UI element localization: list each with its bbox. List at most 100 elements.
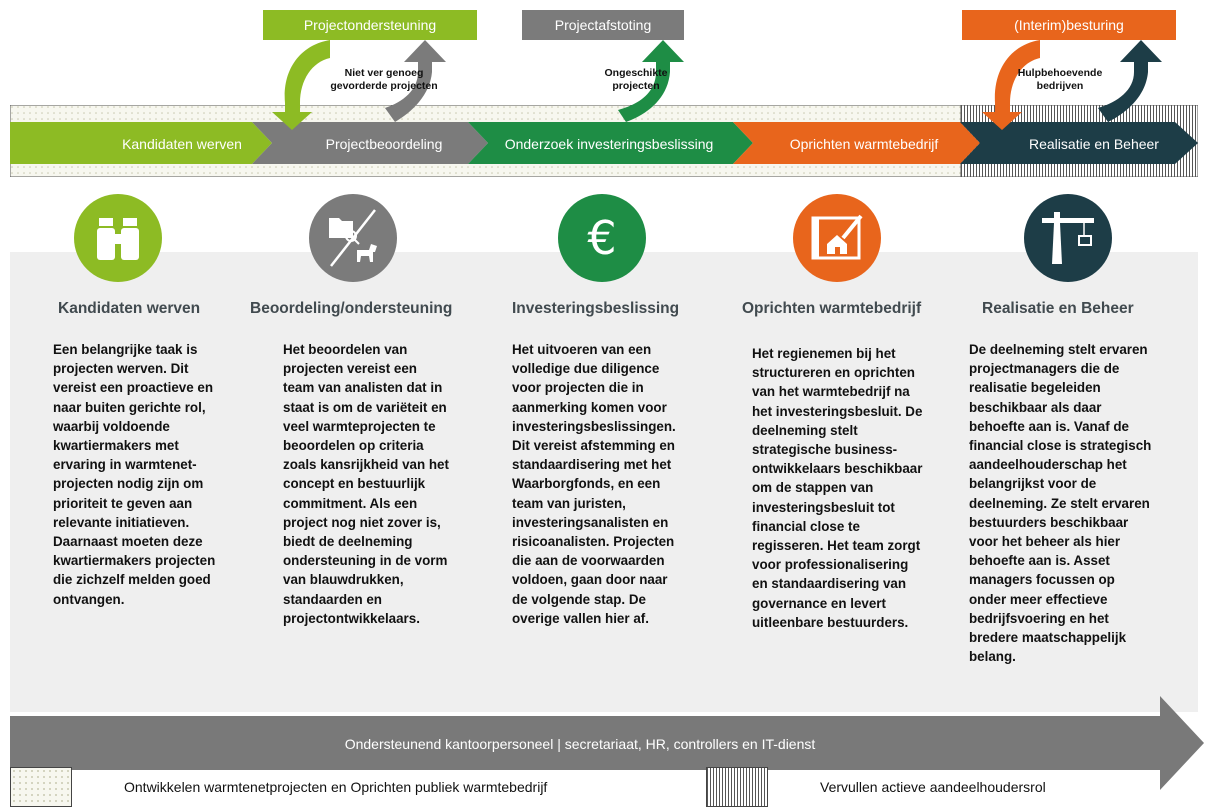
background-panel (10, 252, 1198, 712)
column-title-kandidaten: Kandidaten werven (58, 300, 201, 317)
column-text-line: beschikbaar als daar (969, 399, 1102, 415)
column-text-line: behoefte aan is. Vanaf de (969, 418, 1129, 434)
note-niet-ver: Niet ver genoeg gevorderde projecten (330, 67, 438, 92)
top-box-projectafstoting: Projectafstoting (522, 10, 684, 40)
column-text-oprichten: Het regienemen bij het structureren en op… (752, 344, 922, 632)
stage-arrow-projectbeoordeling (252, 122, 488, 164)
column-text-line: beoordelen op criteria (283, 438, 424, 454)
stage-arrow-oprichten (733, 122, 980, 164)
column-title-beoordeling: Beoordeling/ondersteuning (250, 300, 453, 317)
column-text-line: voor projecten die in (512, 380, 644, 396)
column-text-line: voor het beheer als hier (969, 534, 1121, 550)
column-text-line: investeringsbesluit tot (752, 499, 895, 515)
column-text-line: vereist een proactieve en (53, 380, 214, 396)
column-text-line: behoefte aan is. Asset (969, 553, 1110, 569)
svg-text:€: € (587, 211, 616, 265)
column-text-line: onder meer effectieve (969, 591, 1108, 607)
column-text-line: managers focussen op (969, 572, 1115, 588)
column-text-line: van het warmtebedrijf na (752, 384, 910, 400)
column-text-line: Het beoordelen van (283, 342, 408, 357)
legend-striped-label: Vervullen actieve aandeelhoudersrol (820, 779, 1046, 795)
column-text-line: voor professionalisering (752, 557, 909, 573)
note-hulpbehoevende: Hulpbehoevende bedrijven (1017, 67, 1103, 92)
stage-label-onderzoek: Onderzoek investeringsbeslissing (504, 136, 714, 152)
column-text-line: investeringsanalisten en (512, 514, 669, 530)
column-title-realisatie: Realisatie en Beheer (982, 300, 1134, 317)
legend-striped-swatch (706, 767, 768, 807)
column-text-line: project nog niet zover is, (283, 514, 441, 530)
column-text-line: zoals kansrijkheid van het (283, 457, 449, 473)
support-arrow-down (272, 40, 330, 130)
column-text-line: veel warmteprojecten te (283, 418, 436, 434)
column-text-line: Daarnaast moeten deze (53, 534, 203, 550)
column-text-line: projectontwikkelaars. (283, 610, 420, 626)
stage-arrow-realisatie (960, 122, 1198, 164)
column-text-line: kwartiermakers projecten (53, 553, 216, 569)
column-text-line: overige vallen hier af. (512, 610, 649, 626)
blueprint-house-icon (793, 194, 881, 282)
afstoting-arrow-up (618, 40, 684, 122)
column-text-line: commitment. Als een (283, 495, 418, 511)
column-title-investering: Investeringsbeslissing (512, 300, 680, 317)
column-text-line: investeringsbeslissingen. (512, 418, 676, 434)
column-text-line: structureren en oprichten (752, 365, 915, 381)
column-text-line: deelneming. Ze stelt ervaren (969, 495, 1150, 511)
column-text-line: deelneming stelt (752, 422, 858, 438)
column-text-line: strategische business- (752, 442, 898, 458)
legend-dotted-swatch (10, 767, 72, 807)
construction-crane-icon (1024, 194, 1112, 282)
column-text-line: ontwikkelaars beschikbaar (752, 461, 923, 477)
column-text-line: bestuurders beschikbaar (969, 514, 1129, 530)
stage-label-realisatie: Realisatie en Beheer (1029, 136, 1159, 152)
stage-arrow-kandidaten (10, 122, 272, 164)
column-text-line: aanmerking komen voor (512, 399, 667, 415)
column-text-line: financial close te (752, 518, 860, 534)
column-text-line: standaardisering met het (512, 457, 672, 473)
column-text-line: staat is om de variëteit en (283, 399, 447, 415)
column-text-line: die aan de voorwaarden (512, 553, 665, 569)
hulp-arrow-up (1098, 40, 1162, 122)
folder-search-and-dog-icon (309, 194, 397, 282)
column-text-line: biedt de deelneming (283, 534, 413, 550)
column-text-line: belang. (969, 649, 1016, 665)
column-text-line: Het regienemen bij het (752, 346, 896, 361)
stage-label-oprichten: Oprichten warmtebedrijf (789, 136, 939, 152)
column-text-line: governance en levert (752, 595, 886, 611)
note-ongeschikte: Ongeschikte projecten (604, 67, 668, 92)
column-text-line: team van analisten dat in (283, 380, 443, 396)
column-text-line: bedrijfsvoering en het (969, 610, 1109, 626)
column-text-line: realisatie begeleiden (969, 380, 1101, 396)
column-text-line: om de stappen van (752, 480, 874, 496)
column-text-line: belangrijkst voor de (969, 476, 1097, 492)
column-text-line: het investeringsbesluit. De (752, 403, 923, 419)
column-text-line: kwartiermakers met (53, 438, 179, 454)
column-text-line: Dit vereist afstemming en (512, 438, 675, 454)
support-arrow (10, 696, 1204, 790)
beoordeling-arrow-up (385, 40, 446, 122)
support-label: Ondersteunend kantoorpersoneel | secreta… (344, 736, 816, 752)
column-text-line: regisseren. Het team zorgt (752, 538, 921, 554)
column-text-investering: Het uitvoeren van een volledige due dilig… (512, 340, 676, 628)
column-text-line: Het uitvoeren van een (512, 342, 652, 357)
column-text-line: aandeelhouderschap het (969, 457, 1127, 473)
column-text-line: projectmanagers die de (969, 361, 1120, 377)
column-text-line: financial close is strategisch (969, 438, 1152, 454)
column-text-line: projecten nodig zijn om (53, 476, 204, 492)
column-text-line: voldoen, gaan door naar (512, 572, 668, 588)
column-text-line: naar buiten gerichte rol, (53, 399, 206, 415)
besturing-arrow-down (982, 40, 1040, 130)
column-text-line: team van juristen, (512, 495, 626, 511)
column-text-line: die zichzelf melden goed (53, 572, 211, 588)
column-text-line: concept en bestuurlijk (283, 476, 426, 492)
column-text-line: volledige due diligence (512, 361, 660, 377)
column-text-line: prioriteit te geven aan (53, 495, 193, 511)
stage-flow (10, 40, 1198, 164)
binoculars-icon (74, 194, 162, 282)
column-text-line: uitleenbare bestuurders. (752, 614, 909, 630)
column-title-oprichten: Oprichten warmtebedrijf (742, 300, 922, 317)
column-text-line: projecten werven. Dit (53, 361, 189, 377)
euro-icon: € (558, 194, 646, 282)
